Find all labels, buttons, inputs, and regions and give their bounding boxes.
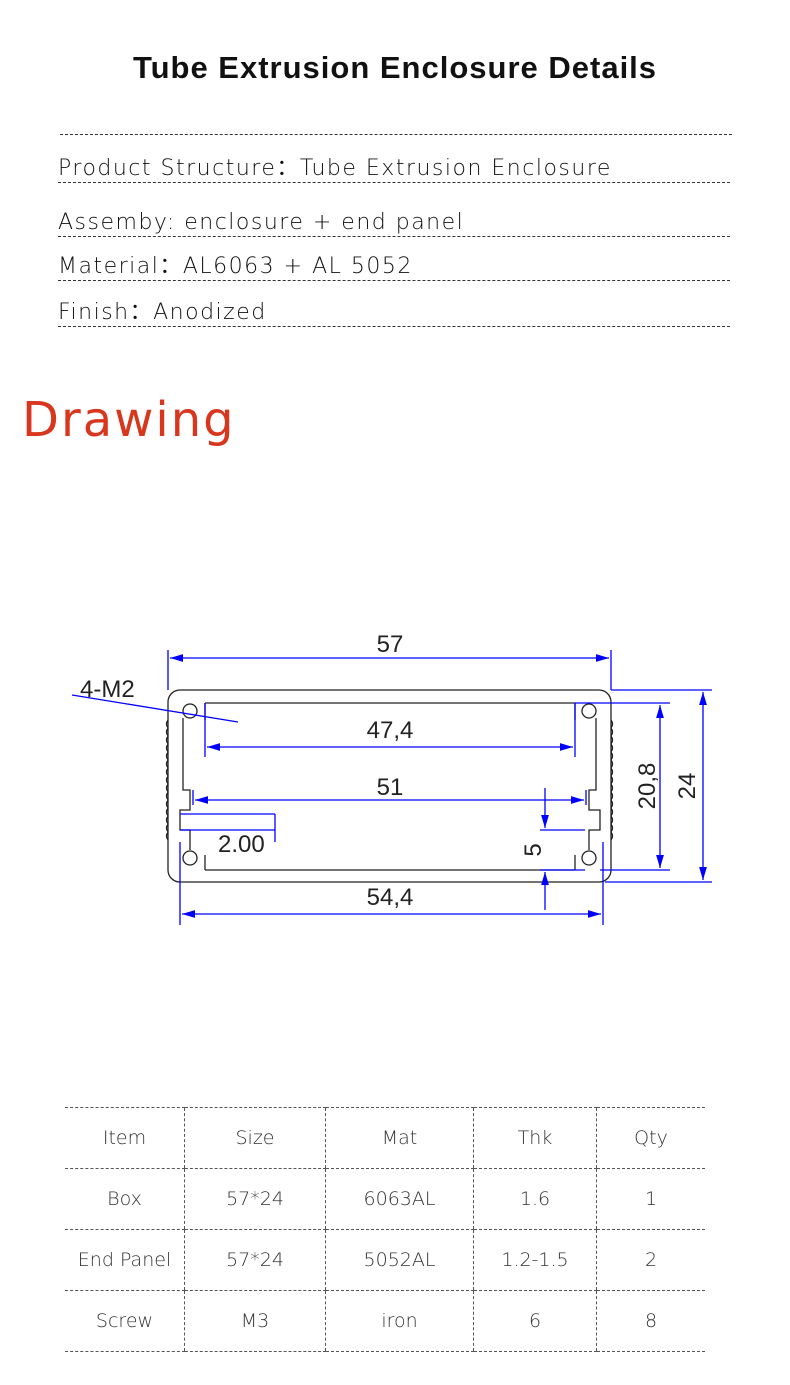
- table-header-row: Item Size Mat Thk Qty: [65, 1107, 705, 1169]
- header-item: Item: [65, 1107, 185, 1169]
- cell: End Panel: [65, 1229, 185, 1291]
- dim-hole-label: 4-M2: [80, 676, 135, 703]
- parts-table: Item Size Mat Thk Qty Box 57*24 6063AL 1…: [65, 1107, 705, 1352]
- cell: 5052AL: [325, 1229, 474, 1291]
- dim-bottom: 54,4: [367, 884, 414, 911]
- spec-assembly: Assemby: enclosure + end panel: [58, 210, 730, 237]
- dim-height: 24: [674, 773, 701, 800]
- spec-structure: Product Structure：Tube Extrusion Enclosu…: [58, 156, 730, 183]
- cell: M3: [184, 1290, 326, 1352]
- dim-inner-mid: 51: [377, 774, 404, 801]
- spec-material: Material：AL6063 + AL 5052: [58, 254, 730, 281]
- cell: iron: [325, 1290, 474, 1352]
- table-row: End Panel 57*24 5052AL 1.2-1.5 2: [65, 1229, 705, 1291]
- cell: 8: [596, 1290, 705, 1352]
- dim-slot: 2.00: [218, 831, 265, 858]
- technical-drawing: 57 4-M2 47,4 51 2.00 54,4 5 20,8 24: [71, 631, 712, 925]
- dim-inner-top: 47,4: [367, 717, 414, 744]
- table-row: Box 57*24 6063AL 1.6 1: [65, 1168, 705, 1230]
- cell: 6063AL: [325, 1168, 474, 1230]
- dim-width: 57: [377, 631, 404, 658]
- page-title: Tube Extrusion Enclosure Details: [132, 50, 658, 85]
- cell: 57*24: [184, 1168, 326, 1230]
- cell: Box: [65, 1168, 185, 1230]
- header-size: Size: [184, 1107, 326, 1169]
- cell: 1: [596, 1168, 705, 1230]
- cell: Screw: [65, 1290, 185, 1352]
- dimension-lines: [71, 650, 712, 925]
- dim-gap: 5: [520, 843, 547, 856]
- header-qty: Qty: [596, 1107, 705, 1169]
- spec-finish: Finish：Anodized: [58, 300, 730, 327]
- table-row: Screw M3 iron 6 8: [65, 1290, 705, 1352]
- cell: 57*24: [184, 1229, 326, 1291]
- cell: 1.2-1.5: [473, 1229, 597, 1291]
- cell: 1.6: [473, 1168, 597, 1230]
- header-mat: Mat: [325, 1107, 474, 1169]
- cell: 6: [473, 1290, 597, 1352]
- drawing-heading: Drawing: [22, 392, 236, 448]
- header-thk: Thk: [473, 1107, 597, 1169]
- divider: [60, 134, 732, 135]
- dim-inner-height: 20,8: [634, 763, 661, 810]
- cell: 2: [596, 1229, 705, 1291]
